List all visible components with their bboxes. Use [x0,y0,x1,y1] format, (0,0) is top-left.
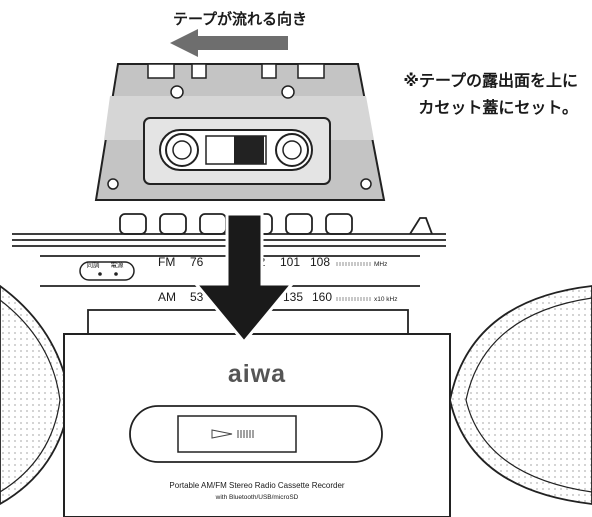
fm-unit: MHz [374,261,387,268]
fm-scale-ticks [336,262,371,266]
left-arrow-icon [170,29,288,57]
cassette-window-inner [177,415,297,453]
speaker-grille-icon [0,284,71,506]
tuner-indicators [79,261,135,281]
am-scale-160: 160 [312,290,332,304]
cassette-icon [94,63,386,201]
down-arrow-icon [192,212,296,345]
fm-scale-76: 76 [190,255,204,269]
fm-scale-108: 108 [310,255,330,269]
am-scale-53: 53 [190,290,204,304]
fm-label: FM [158,255,175,269]
indicator-label-power: 電源 [111,260,125,269]
am-unit: x10 kHz [374,296,397,303]
indicator-label-tuning: 同調 [87,260,101,269]
fm-scale-101: 101 [280,255,300,269]
am-label: AM [158,290,176,304]
model-features: with Bluetooth/USB/microSD [215,494,299,501]
am-scale-ticks [336,297,371,301]
model-name: Portable AM/FM Stereo Radio Cassette Rec… [169,481,345,490]
note-line-2: カセット蓋にセット。 [418,98,578,117]
am-scale-135: 135 [283,290,303,304]
radio-top-buttons [119,213,433,235]
tape-direction-mark [211,429,254,439]
brand-logo: aiwa [228,360,286,388]
note-line-1: ※テープの露出面を上に [403,71,578,90]
speaker-grille-icon [449,285,592,505]
tape-direction-label: テープが流れる向き [173,10,307,28]
